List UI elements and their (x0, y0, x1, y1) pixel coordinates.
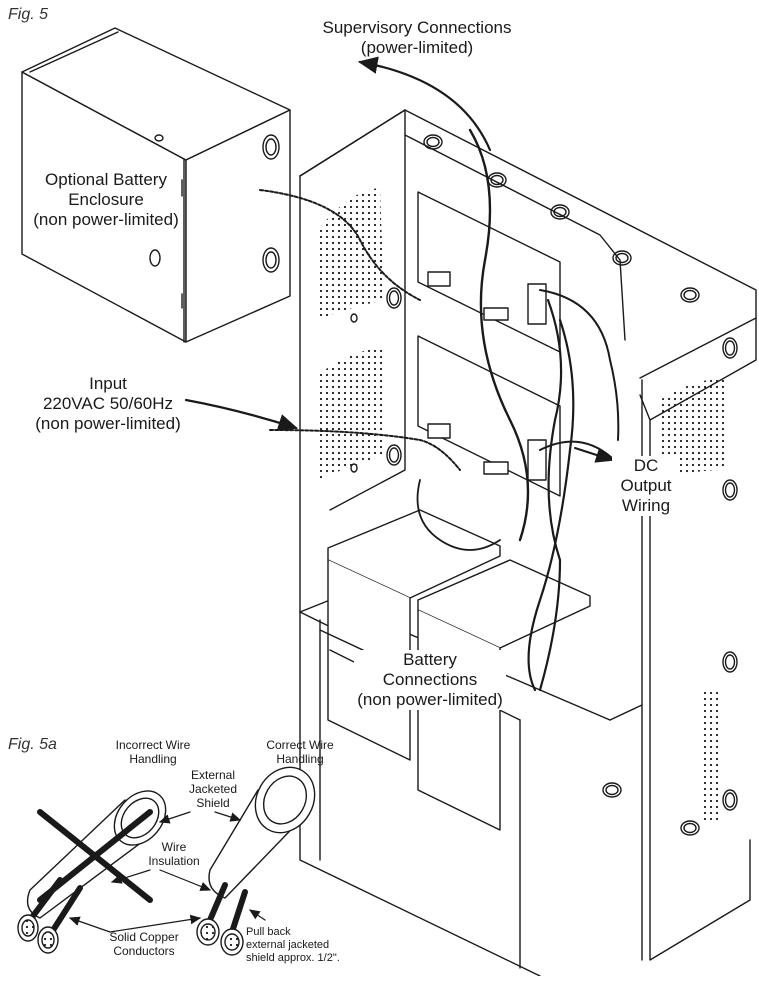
conductors-line-1: Solid Copper (109, 930, 179, 944)
external-shield-line-1: External (190, 768, 236, 782)
dc-output-line-2: Output (612, 476, 680, 497)
conductors-label: Solid Copper Conductors (92, 930, 196, 958)
battery-connections-line-3: (non power-limited) (354, 690, 506, 711)
fig5a-label: Fig. 5a (8, 736, 57, 753)
external-shield-label: External Jacketed Shield (176, 768, 250, 810)
incorrect-handling-label: Incorrect Wire Handling (98, 738, 208, 766)
incorrect-line-2: Handling (129, 752, 177, 767)
wire-insulation-label: Wire Insulation (142, 840, 206, 868)
dc-output-line-1: DC (612, 456, 680, 477)
battery-connections-line-2: Connections (354, 670, 506, 691)
fig5a-cables (17, 766, 316, 956)
correct-handling-label: Correct Wire Handling (252, 738, 348, 766)
pull-back-line-2: external jacketed (246, 938, 330, 951)
correct-line-2: Handling (276, 752, 324, 767)
incorrect-line-1: Incorrect Wire (115, 738, 191, 752)
supervisory-connections-label: Supervisory Connections (power-limited) (322, 18, 512, 58)
wire-insulation-line-1: Wire (161, 840, 187, 854)
battery-connections-line-1: Battery (354, 650, 506, 671)
battery-connections-label: Battery Connections (non power-limited) (354, 650, 506, 711)
fig5-label: Fig. 5 (8, 6, 49, 23)
input-line-3: (non power-limited) (35, 414, 181, 434)
battery-enclosure-line-3: (non power-limited) (33, 210, 179, 230)
external-shield-line-2: Jacketed (188, 782, 238, 797)
pull-back-line-1: Pull back (246, 926, 291, 938)
battery-enclosure-box (21, 27, 291, 343)
supervisory-line-2: (power-limited) (360, 38, 474, 58)
dc-output-line-3: Wiring (612, 496, 680, 517)
battery-enclosure-line-2: Enclosure (68, 190, 144, 210)
input-line-2: 220VAC 50/60Hz (42, 394, 174, 414)
pull-back-label: Pull back external jacketed shield appro… (246, 926, 366, 965)
conductors-line-2: Conductors (113, 944, 175, 959)
wire-insulation-line-2: Insulation (148, 854, 200, 869)
main-enclosure (184, 56, 757, 977)
external-shield-line-3: Shield (196, 796, 230, 811)
pull-back-line-3: shield approx. 1/2". (246, 951, 340, 964)
battery-enclosure-label: Optional Battery Enclosure (non power-li… (32, 170, 180, 230)
supervisory-line-1: Supervisory Connections (322, 18, 512, 37)
correct-cable (196, 766, 316, 956)
correct-line-1: Correct Wire (266, 738, 334, 752)
input-line-1: Input (89, 374, 127, 393)
input-label: Input 220VAC 50/60Hz (non power-limited) (28, 374, 188, 434)
dc-output-label: DC Output Wiring (612, 456, 680, 517)
battery-enclosure-line-1: Optional Battery (45, 170, 167, 189)
